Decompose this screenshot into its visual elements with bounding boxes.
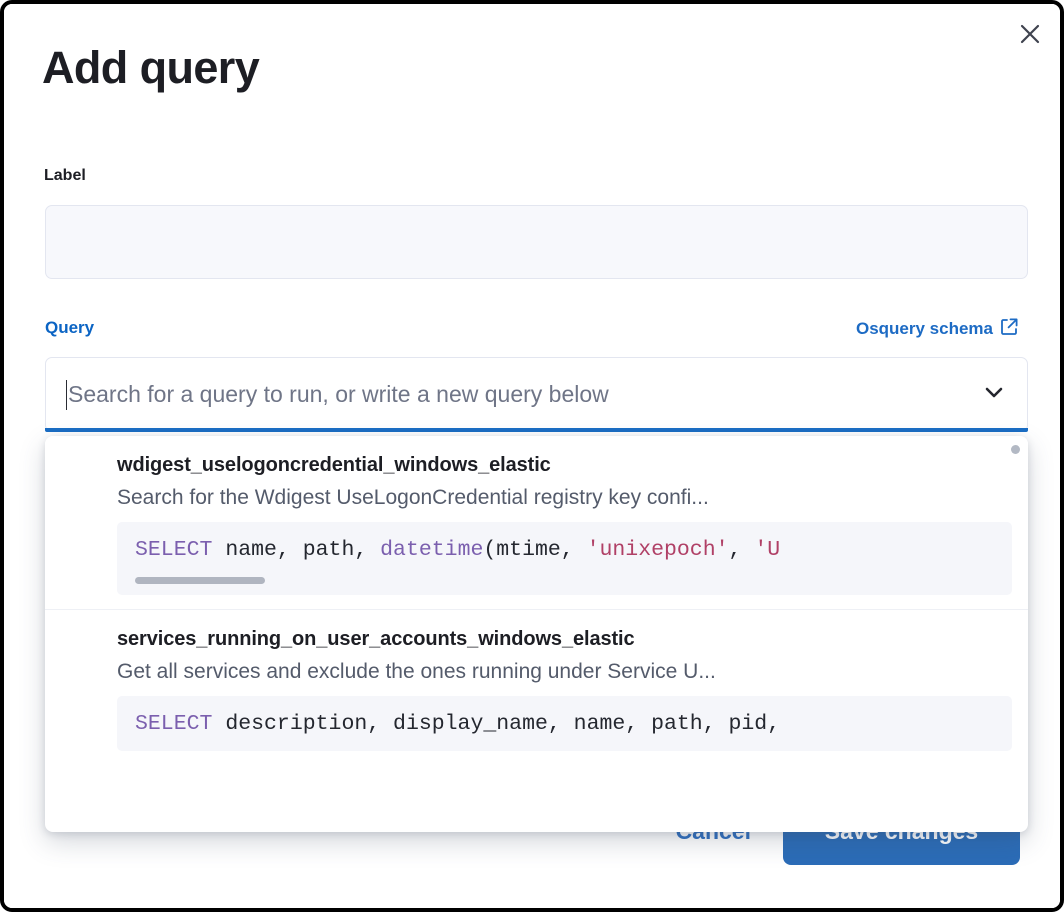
- chevron-down-icon[interactable]: [979, 377, 1009, 412]
- external-link-icon: [1000, 317, 1019, 341]
- sql-token-txt: ,: [728, 538, 755, 562]
- dropdown-item[interactable]: wdigest_uselogoncredential_windows_elast…: [45, 436, 1028, 610]
- dropdown-item-description: Search for the Wdigest UseLogonCredentia…: [117, 486, 709, 509]
- dropdown-scrollbar[interactable]: [1011, 445, 1020, 454]
- query-combobox[interactable]: Search for a query to run, or write a ne…: [45, 357, 1028, 432]
- dropdown-item-sql-code: SELECT name, path, datetime(mtime, 'unix…: [117, 522, 1012, 596]
- dropdown-item-description: Get all services and exclude the ones ru…: [117, 660, 716, 684]
- dropdown-item-title: services_running_on_user_accounts_window…: [117, 628, 635, 651]
- sql-token-txt: name, path,: [212, 538, 381, 562]
- osquery-schema-link-label: Osquery schema: [855, 319, 993, 338]
- dropdown-item[interactable]: services_running_on_user_accounts_window…: [45, 609, 1028, 766]
- combobox-focus-underline: [45, 428, 1028, 432]
- sql-token-txt: (mtime,: [483, 538, 587, 562]
- label-field-label: Label: [44, 167, 86, 184]
- sql-code-scrollbar-thumb[interactable]: [135, 577, 265, 585]
- sql-code-scrollbar[interactable]: [117, 577, 1012, 595]
- add-query-modal: Add query Label Query Osquery schema Sea…: [4, 4, 1060, 908]
- close-modal-button[interactable]: [1010, 14, 1050, 54]
- sql-code-line: SELECT description, display_name, name, …: [117, 710, 1012, 751]
- query-combobox-placeholder: Search for a query to run, or write a ne…: [68, 381, 609, 407]
- query-suggestions-dropdown[interactable]: wdigest_uselogoncredential_windows_elast…: [45, 436, 1028, 832]
- dropdown-list: wdigest_uselogoncredential_windows_elast…: [45, 436, 1028, 766]
- page-title: Add query: [42, 42, 260, 93]
- close-icon: [1019, 23, 1041, 45]
- sql-code-line: SELECT name, path, datetime(mtime, 'unix…: [117, 536, 1012, 577]
- sql-token-str: 'unixepoch': [586, 538, 729, 562]
- dropdown-item-title: wdigest_uselogoncredential_windows_elast…: [117, 454, 551, 476]
- label-input[interactable]: [45, 205, 1028, 279]
- text-cursor: [66, 379, 67, 410]
- sql-token-kw: SELECT: [135, 538, 213, 562]
- sql-token-str: 'U: [754, 538, 781, 562]
- query-field-label: Query: [45, 318, 95, 337]
- osquery-schema-link[interactable]: Osquery schema: [856, 317, 1019, 341]
- sql-token-txt: description, display_name, name, path, p…: [212, 712, 781, 737]
- sql-token-kw: SELECT: [135, 712, 213, 737]
- dropdown-item-sql-code: SELECT description, display_name, name, …: [117, 696, 1012, 752]
- sql-token-fn: datetime: [380, 538, 484, 562]
